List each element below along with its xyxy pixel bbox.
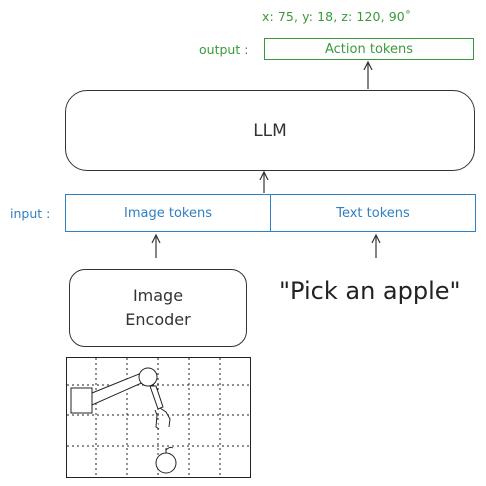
input-label: input : xyxy=(10,206,51,221)
image-encoder-box: Image Encoder xyxy=(69,269,247,347)
arrow-encoder-to-image-tokens xyxy=(151,233,161,258)
text-tokens-cell: Text tokens xyxy=(270,195,475,231)
action-tokens-box: Action tokens xyxy=(264,38,474,60)
robot-arm xyxy=(70,367,171,430)
image-tokens-cell: Image tokens xyxy=(66,195,270,231)
grid-lines xyxy=(67,358,250,477)
llm-box: LLM xyxy=(65,90,475,171)
action-coordinates-text: x: 75, y: 18, z: 120, 90˚ xyxy=(262,9,412,24)
robot-scene-image xyxy=(66,357,251,478)
text-prompt: "Pick an apple" xyxy=(279,277,461,305)
image-tokens-label: Image tokens xyxy=(124,205,212,221)
output-label: output : xyxy=(199,42,249,57)
input-token-row: Image tokens Text tokens xyxy=(65,194,476,232)
arrow-llm-to-output xyxy=(363,60,373,89)
arrow-prompt-to-text-tokens xyxy=(371,233,381,258)
action-tokens-label: Action tokens xyxy=(325,41,413,57)
encoder-label-line1: Image xyxy=(132,286,184,305)
text-tokens-label: Text tokens xyxy=(336,205,410,221)
arrow-tokens-to-llm xyxy=(259,170,269,193)
apple-icon xyxy=(155,446,177,474)
encoder-label-line2: Encoder xyxy=(125,310,191,329)
llm-label: LLM xyxy=(253,120,287,141)
